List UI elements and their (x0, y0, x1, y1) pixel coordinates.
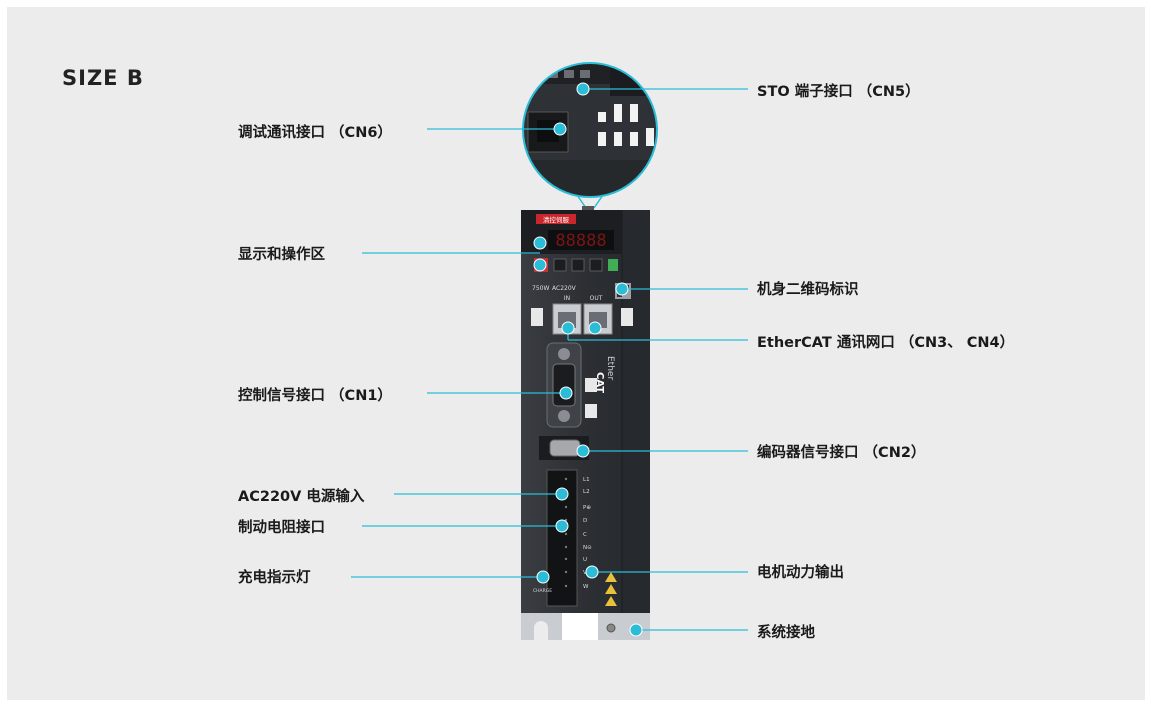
callout-dot (576, 444, 590, 458)
label-encoder-port: 编码器信号接口 （CN2） (757, 445, 926, 461)
callout-dot (553, 122, 567, 136)
set-button[interactable] (608, 259, 618, 271)
label-system-ground: 系统接地 (757, 625, 815, 641)
callout-dot (536, 570, 550, 584)
terminal-label: V (583, 570, 587, 576)
terminal-label: U (583, 557, 587, 563)
callout-dot (559, 386, 573, 400)
callout-dot (588, 321, 602, 335)
label-ethercat-port: EtherCAT 通讯网口 （CN3、 CN4） (757, 335, 1015, 351)
terminal-label: D (583, 518, 587, 524)
callout-dot (533, 258, 547, 272)
servo-drive-body: 清控伺服 88888 750W AC220V IN OUT Ether CAT (521, 206, 650, 640)
callout-dot (576, 82, 590, 96)
callout-lines (351, 88, 748, 631)
warning-icon (605, 596, 617, 606)
charge-label-text: CHARGE (533, 588, 552, 594)
terminal-label: C (583, 532, 587, 538)
label-qr-code: 机身二维码标识 (757, 282, 859, 298)
label-charge-indicator: 充电指示灯 (238, 570, 311, 586)
port-in-text: IN (564, 295, 570, 302)
label-sto-port: STO 端子接口 （CN5） (757, 84, 920, 100)
terminal-label: P⊕ (583, 505, 591, 511)
terminal-screw (564, 557, 568, 561)
down-button[interactable] (571, 258, 585, 272)
label-ac-input: AC220V 电源输入 (238, 489, 365, 505)
callout-dot (533, 236, 547, 250)
label-debug-port: 调试通讯接口 （CN6） (238, 125, 392, 141)
callout-dot (555, 519, 569, 533)
callout-dot (585, 565, 599, 579)
port-out-text: OUT (590, 295, 603, 302)
label-control-signal: 控制信号接口 （CN1） (238, 388, 392, 404)
callout-dot (561, 321, 575, 335)
callout-dot (615, 282, 629, 296)
terminal-screw (564, 532, 568, 536)
ethercat-logo-ether: Ether (605, 356, 615, 380)
ethercat-logo-cat: CAT (594, 372, 605, 393)
shift-button[interactable] (589, 258, 603, 272)
led-display-digits: 88888 (555, 231, 606, 251)
label-display-area: 显示和操作区 (238, 247, 325, 263)
terminal-screw (564, 584, 568, 588)
terminal-screw (564, 570, 568, 574)
size-title: SIZE B (62, 66, 144, 90)
terminal-screw (564, 545, 568, 549)
rating-power-text: 750W (532, 285, 549, 292)
zoom-detail-circle (522, 62, 658, 209)
terminal-label: L1 (583, 477, 590, 483)
brand-badge (536, 214, 576, 224)
up-button[interactable] (553, 258, 567, 272)
terminal-label: W (583, 584, 589, 590)
callout-dots (533, 82, 643, 637)
terminal-screw (564, 505, 568, 509)
led-display (548, 230, 614, 250)
terminal-screw (564, 477, 568, 481)
rating-voltage-text: AC220V (552, 285, 577, 292)
callout-dot (629, 623, 643, 637)
warning-icon (605, 584, 617, 594)
terminal-label: L2 (583, 489, 590, 495)
cn2-connector[interactable] (549, 439, 581, 457)
callout-dot (555, 487, 569, 501)
terminal-label: N⊝ (583, 545, 592, 551)
label-motor-output: 电机动力输出 (757, 565, 844, 581)
brand-badge-text: 清控伺服 (543, 215, 570, 224)
label-brake-resistor: 制动电阻接口 (238, 520, 325, 536)
warning-icon (605, 572, 617, 582)
